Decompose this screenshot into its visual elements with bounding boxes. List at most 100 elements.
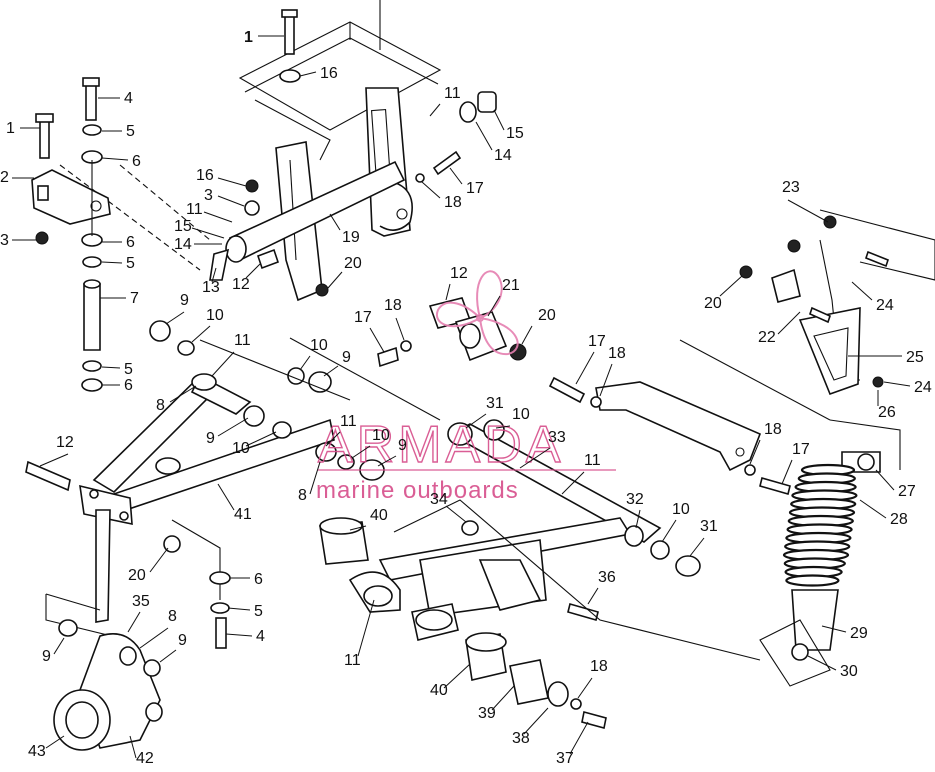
callout-39: 39	[478, 705, 496, 722]
callout-31: 31	[486, 395, 504, 412]
spring-coil	[785, 574, 840, 587]
callout-21: 21	[502, 277, 520, 294]
callout-25: 25	[906, 349, 924, 366]
armada-watermark: ARMADA marine outboards	[316, 270, 616, 504]
left-spindle-stack	[31, 77, 111, 392]
leader-line	[569, 721, 589, 755]
leader-line	[357, 599, 375, 657]
leader-line	[101, 261, 123, 264]
leader-line	[575, 351, 595, 385]
callout-34: 34	[430, 491, 448, 508]
leader-line	[851, 281, 873, 301]
leader-line	[217, 483, 235, 511]
callout-7: 7	[130, 290, 139, 307]
leader-line	[635, 509, 641, 529]
upper-a-arm	[79, 320, 441, 526]
callout-16: 16	[320, 65, 338, 82]
leader-line	[787, 199, 829, 223]
leader-line	[309, 461, 321, 495]
callout-2: 2	[0, 169, 9, 186]
leader-line	[149, 547, 169, 573]
callout-31: 31	[700, 518, 718, 535]
callout-9: 9	[206, 430, 215, 447]
leader-line	[429, 103, 441, 117]
leader-line	[211, 351, 235, 377]
callout-16: 16	[196, 167, 214, 184]
spindle-assembly	[25, 460, 231, 751]
watermark-brand: ARMADA	[318, 416, 564, 474]
lower-a-arm	[319, 419, 761, 729]
leader-line	[465, 413, 487, 429]
callout-20: 20	[704, 295, 722, 312]
leader-line	[39, 453, 69, 467]
callout-40: 40	[430, 682, 448, 699]
leader-line	[53, 637, 65, 655]
leader-line	[325, 431, 341, 447]
leader-line	[245, 431, 277, 447]
callout-11: 11	[344, 652, 361, 669]
leader-line	[299, 71, 317, 77]
shock-absorber	[679, 209, 935, 687]
leader-line	[449, 167, 463, 185]
leader-line	[523, 707, 549, 735]
callout-5: 5	[254, 603, 263, 620]
callout-15: 15	[506, 125, 524, 142]
leader-line	[211, 267, 217, 283]
callout-4: 4	[256, 628, 265, 645]
leader-line	[101, 157, 129, 161]
leader-line	[245, 263, 261, 279]
leader-line	[781, 459, 793, 485]
leader-line	[495, 425, 511, 429]
leader-line	[127, 611, 141, 633]
leader-line	[129, 735, 137, 759]
leader-line	[377, 455, 397, 467]
callout-6: 6	[126, 234, 135, 251]
leader-line	[443, 663, 471, 689]
leader-line	[225, 633, 253, 637]
callout-14: 14	[494, 147, 512, 164]
callout-32: 32	[626, 491, 644, 508]
leader-line	[329, 213, 341, 231]
callout-11: 11	[584, 452, 601, 469]
leader-line	[689, 537, 705, 557]
callout-24: 24	[876, 297, 894, 314]
callout-10: 10	[310, 337, 328, 354]
callout-12: 12	[450, 265, 468, 282]
callout-42: 42	[136, 750, 154, 767]
watermark-tagline: marine outboards	[316, 477, 519, 504]
leader-line	[521, 325, 533, 345]
callout-17: 17	[466, 180, 484, 197]
callout-3: 3	[204, 187, 213, 204]
front-frame	[59, 0, 442, 302]
callout-4: 4	[124, 90, 133, 107]
leader-line	[369, 327, 385, 353]
leader-line	[217, 177, 247, 187]
callout-41: 41	[234, 506, 252, 523]
callout-23: 23	[782, 179, 800, 196]
callout-9: 9	[180, 292, 189, 309]
leader-line	[883, 381, 911, 387]
callout-11: 11	[340, 413, 357, 430]
propeller-logo	[435, 270, 519, 356]
leader-line	[191, 325, 211, 343]
leader-line	[587, 587, 599, 605]
leader-line	[491, 685, 515, 711]
callout-38: 38	[512, 730, 530, 747]
callout-13: 13	[202, 279, 220, 296]
callout-28: 28	[890, 511, 908, 528]
callout-8: 8	[168, 608, 177, 625]
leader-line	[475, 121, 493, 151]
callout-6: 6	[132, 153, 141, 170]
callout-5: 5	[126, 123, 135, 140]
leader-line	[561, 471, 585, 495]
callout-35: 35	[132, 593, 150, 610]
leader-line	[859, 499, 887, 519]
leader-line	[169, 385, 197, 403]
leader-lines	[12, 35, 911, 759]
callout-10: 10	[206, 307, 224, 324]
callout-26: 26	[878, 404, 896, 421]
leader-line	[807, 655, 837, 671]
leader-line	[421, 181, 441, 199]
leader-line	[661, 519, 677, 543]
callout-1: 1	[6, 120, 15, 137]
